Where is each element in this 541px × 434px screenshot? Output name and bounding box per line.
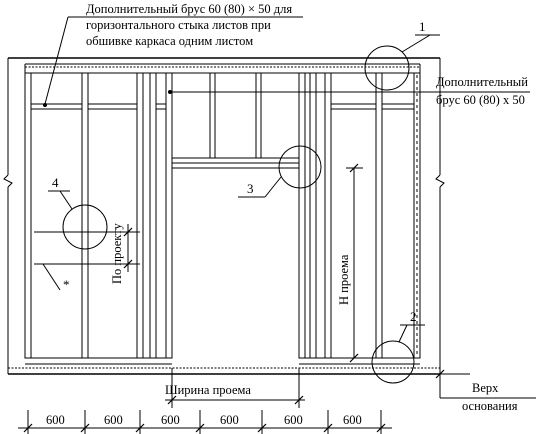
base-note-line-1: Верх [472,381,499,395]
opening-width-label: Ширина проема [165,383,251,397]
spacing-label-1: 600 [46,413,65,427]
callout-1 [364,34,440,91]
opening-width-dimension [165,368,305,408]
opening-height-label: Н проема [337,254,351,305]
top-note-line-2: горизонтального стыка листов при [86,18,271,32]
top-note-line-3: обшивке каркаса одним листом [86,34,253,48]
spacing-dimension-chain [18,410,392,434]
base-note-line-2: основания [462,399,518,413]
studs [24,72,421,359]
right-note-line-1: Дополнительный [436,75,528,89]
spacing-label-5: 600 [284,413,303,427]
spacing-label-4: 600 [220,413,239,427]
opening-header [171,72,300,169]
callout-1-label: 1 [419,19,426,34]
by-project-label: По проекту [110,223,124,284]
right-note-line-2: брус 60 (80) х 50 [436,93,525,107]
blocking [30,103,415,110]
opening-height-dimension [346,163,363,363]
by-project-dimension [34,224,140,291]
spacing-label-3: 600 [161,413,180,427]
callout-4-label: 4 [52,175,59,190]
callout-2 [371,324,425,384]
top-plate [8,57,440,74]
top-note-leader [43,16,303,107]
top-note-line-1: Дополнительный брус 60 (80) × 50 для [86,2,292,16]
asterisk-mark: * [63,277,70,292]
wall-edges [3,58,445,374]
right-note-leader [168,90,530,94]
callout-3 [238,145,322,198]
bottom-plate [8,357,440,375]
spacing-label-6: 600 [343,413,362,427]
callout-2-label: 2 [410,309,417,324]
callout-3-label: 3 [247,181,254,196]
callout-4 [48,190,108,250]
spacing-label-2: 600 [104,413,123,427]
base-level-marker [435,369,536,399]
